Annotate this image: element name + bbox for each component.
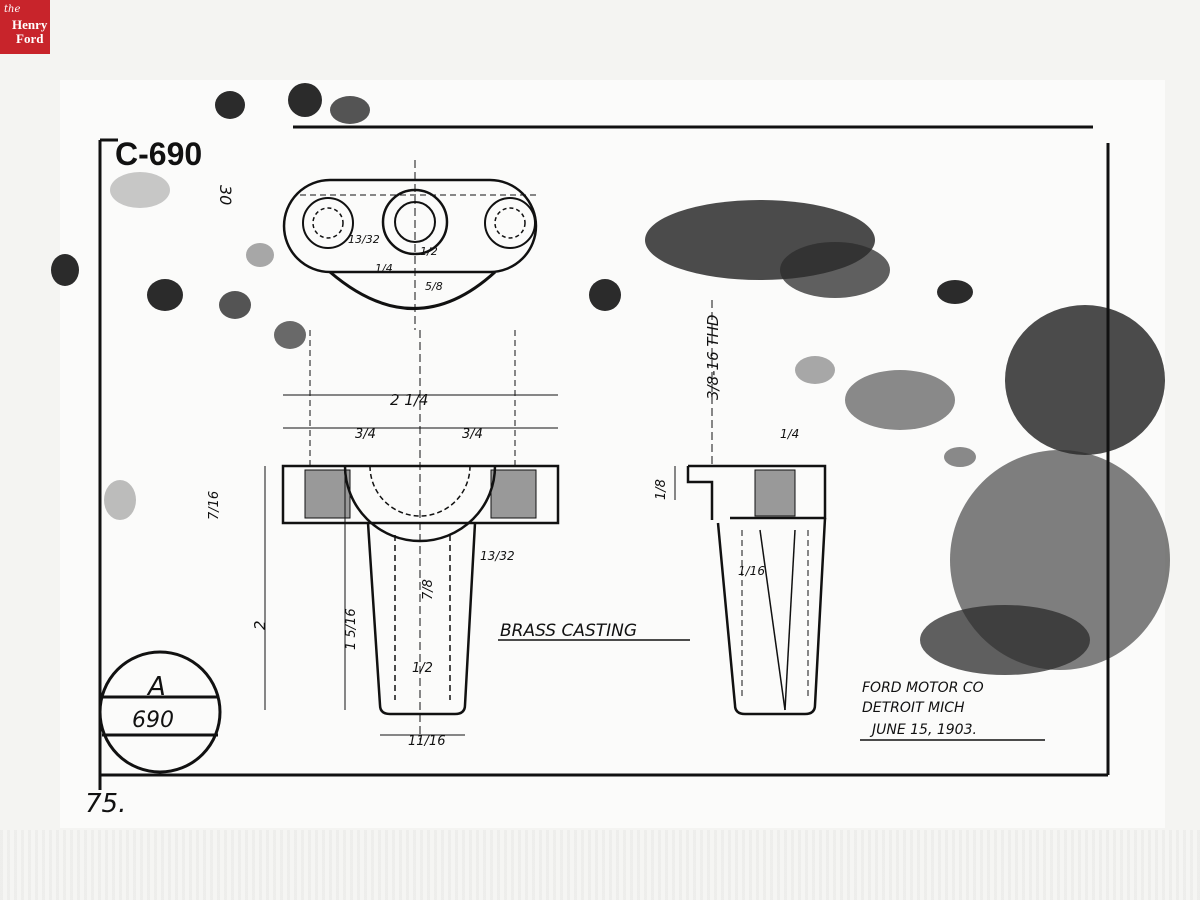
dim-side-width: 1/4 bbox=[780, 427, 799, 441]
dim-bore-depth: 7/8 bbox=[421, 579, 436, 600]
sheet-number: 75. bbox=[85, 789, 126, 819]
dim-height: 2 bbox=[251, 620, 269, 630]
dim-inner-radius: 5/8 bbox=[425, 280, 443, 293]
revision-stamp bbox=[98, 650, 222, 774]
front-view bbox=[264, 330, 560, 740]
company-city: DETROIT MICH bbox=[862, 700, 965, 716]
logo-ford: Ford bbox=[16, 31, 44, 46]
dim-lug-radius: 1/4 bbox=[375, 262, 393, 275]
dim-side-lip: 1/8 bbox=[654, 479, 669, 500]
drawing-sheet bbox=[60, 80, 1165, 828]
dim-shank-height: 1 5/16 bbox=[344, 608, 359, 650]
dim-overall-width: 2 1/4 bbox=[390, 391, 428, 409]
circle-number: 690 bbox=[132, 708, 174, 733]
side-view bbox=[674, 300, 827, 716]
dim-bolt-circle: 1/2 bbox=[420, 245, 438, 258]
dim-top-hole: 13/32 bbox=[348, 233, 380, 246]
dim-flange-thickness: 7/16 bbox=[207, 491, 222, 520]
logo-henry: Henry bbox=[12, 17, 48, 32]
circle-letter: A bbox=[146, 672, 166, 702]
dim-bore-width: 1/2 bbox=[412, 661, 433, 676]
film-edge bbox=[0, 830, 1200, 900]
logo-the: the bbox=[4, 4, 21, 15]
dim-right-half: 3/4 bbox=[462, 427, 483, 442]
company-name: FORD MOTOR CO bbox=[862, 680, 984, 696]
corner-mark: 30 bbox=[216, 185, 235, 205]
border-frame bbox=[98, 125, 1110, 790]
dim-side-taper: 1/16 bbox=[738, 564, 765, 578]
drawing-number: C-690 bbox=[115, 136, 202, 172]
dim-left-half: 3/4 bbox=[355, 427, 376, 442]
dim-wall: 13/32 bbox=[480, 549, 515, 563]
thread-note: 3/8-16 THD bbox=[704, 315, 722, 400]
drawing-date: JUNE 15, 1903. bbox=[869, 722, 977, 738]
top-view bbox=[282, 160, 540, 330]
ink-stains bbox=[51, 83, 1170, 675]
title-underlines bbox=[498, 639, 1045, 741]
dim-bottom-width: 11/16 bbox=[408, 734, 445, 749]
henry-ford-logo: the Henry Ford bbox=[0, 0, 50, 54]
material-note: BRASS CASTING bbox=[500, 621, 637, 641]
